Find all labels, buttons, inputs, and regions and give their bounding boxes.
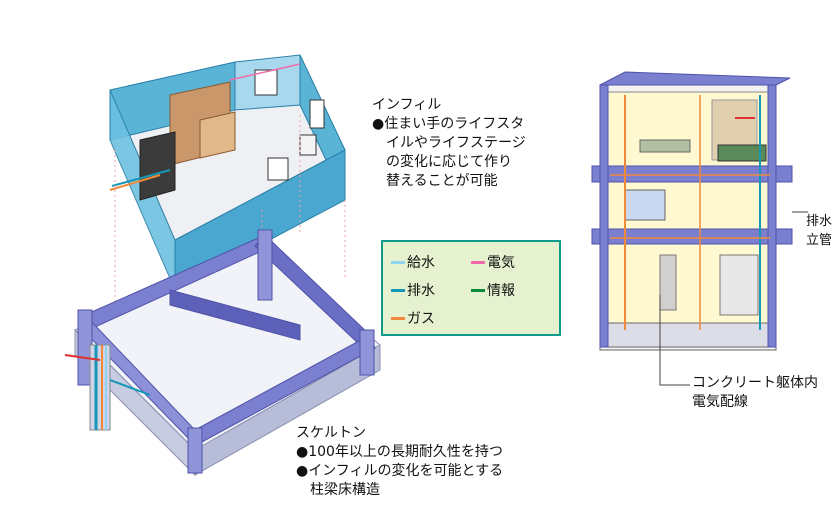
legend-item-electric: 電気: [471, 252, 515, 272]
legend-item-information: 情報: [471, 280, 515, 300]
concrete-wiring-line-1: コンクリート躯体内: [692, 375, 818, 391]
infill-line-2: イルやライフステージ: [386, 135, 526, 151]
pipe-legend: 給水 電気 排水 情報 ガス: [381, 240, 561, 336]
legend-item-drainage: 排水: [391, 280, 435, 300]
skeleton-line-3: 柱梁床構造: [310, 482, 380, 498]
infill-line-4: 替えることが可能: [386, 173, 498, 189]
legend-swatch: [471, 260, 485, 264]
skeleton-line-1: ●100年以上の長期耐久性を持つ: [296, 444, 503, 460]
legend-label: 排水: [407, 283, 435, 299]
legend-swatch: [391, 260, 405, 264]
legend-item-gas: ガス: [391, 308, 435, 328]
legend-label: 給水: [407, 255, 435, 271]
skeleton-structure: [64, 229, 381, 477]
concrete-wiring-label: コンクリート躯体内 電気配線: [692, 374, 818, 412]
legend-swatch: [391, 288, 405, 292]
legend-swatch: [471, 288, 485, 292]
legend-label: 電気: [487, 255, 515, 271]
legend-swatch: [391, 316, 405, 320]
skeleton-label: スケルトン ●100年以上の長期耐久性を持つ ●インフィルの変化を可能とする 柱…: [296, 424, 503, 500]
infill-title: インフィル: [372, 97, 442, 113]
skeleton-line-2: ●インフィルの変化を可能とする: [296, 463, 504, 479]
infill-line-3: の変化に応じて作り: [386, 154, 512, 170]
drain-riser-line-2: 立管: [806, 233, 833, 248]
skeleton-title: スケルトン: [296, 425, 366, 441]
building-section: [591, 71, 808, 386]
infill-line-1: ●住まい手のライフスタ: [372, 116, 525, 132]
drain-riser-line-1: 排水: [806, 214, 833, 229]
legend-label: 情報: [487, 283, 515, 299]
infill-label: インフィル ●住まい手のライフスタ イルやライフステージ の変化に応じて作り 替…: [372, 96, 526, 191]
legend-item-water-supply: 給水: [391, 252, 435, 272]
concrete-wiring-line-2: 電気配線: [692, 394, 748, 410]
drain-riser-label: 排水 立管: [806, 212, 832, 250]
legend-label: ガス: [407, 311, 435, 327]
